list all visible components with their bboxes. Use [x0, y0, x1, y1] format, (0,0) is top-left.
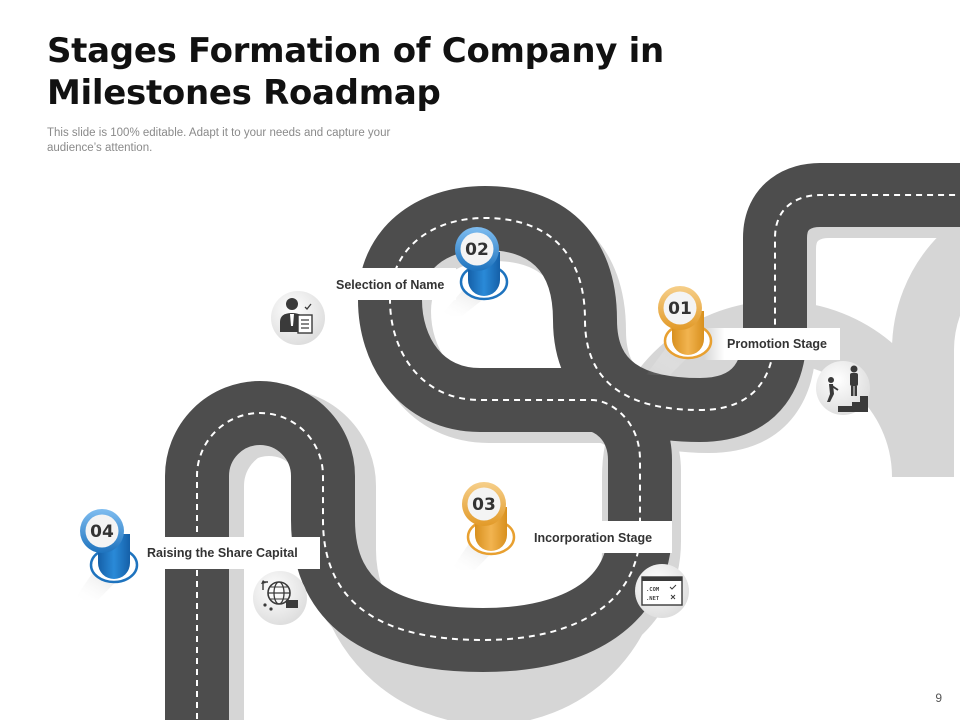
- page-number: 9: [935, 691, 942, 705]
- milestone-label: Incorporation Stage: [534, 531, 652, 545]
- domain-net-text: .NET: [646, 596, 660, 602]
- person-climbing-steps-icon: [816, 361, 870, 415]
- pin-face: [460, 232, 494, 266]
- slide-title: Stages Formation of Company in Milestone…: [47, 31, 664, 113]
- milestone-number: 01: [668, 299, 692, 319]
- milestone-label: Selection of Name: [336, 278, 444, 292]
- milestone-label: Raising the Share Capital: [147, 546, 298, 560]
- milestone-04: Raising the Share Capital 04: [74, 509, 320, 600]
- pin-face: [85, 514, 119, 548]
- label-background: [322, 268, 456, 300]
- milestone-number: 03: [472, 495, 496, 515]
- slide-subtitle: This slide is 100% editable. Adapt it to…: [47, 127, 391, 154]
- milestone-number: 04: [90, 522, 114, 542]
- milestone-number: 02: [465, 240, 489, 260]
- businessman-checklist-icon: [271, 291, 325, 345]
- milestone-label: Promotion Stage: [727, 337, 827, 351]
- lane-marking: [196, 194, 960, 720]
- domain-name-icon: .COM .NET: [635, 564, 689, 618]
- milestone-03: Incorporation Stage 03: [451, 482, 672, 570]
- milestone-02: Selection of Name 02: [322, 227, 509, 316]
- road-asphalt: [165, 163, 960, 720]
- pin-face: [467, 487, 501, 521]
- label-background: [130, 537, 320, 569]
- global-capital-icon: [253, 571, 307, 625]
- domain-com-text: .COM: [646, 587, 660, 593]
- label-background: [514, 521, 672, 553]
- label-background: [704, 328, 840, 360]
- pin-face: [663, 291, 697, 325]
- milestone-01: Promotion Stage 01: [646, 286, 840, 375]
